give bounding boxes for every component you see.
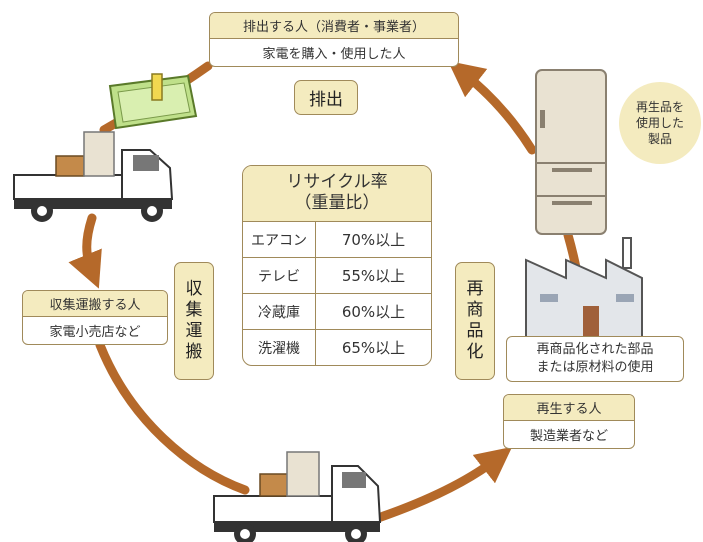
recycled-product-note: 再生品を 使用した 製品	[619, 82, 701, 164]
arrow-truck-to-collector	[68, 213, 102, 289]
recycled-product-note-line: 再生品を	[635, 100, 684, 114]
recycling-rate-title: リサイクル率 （重量比）	[243, 166, 431, 222]
table-row: テレビ 55%以上	[243, 257, 431, 294]
step-recommercialize-char: 商	[466, 300, 484, 320]
appliance-name: 洗濯機	[243, 329, 316, 365]
mat-icon	[108, 73, 198, 130]
arrow-fridge-to-discharger	[447, 60, 537, 155]
appliance-name: エアコン	[243, 222, 316, 258]
recycler-box: 再生する人 製造業者など	[503, 394, 635, 449]
recycler-desc: 製造業者など	[529, 429, 608, 444]
step-recommercialize-char: 再	[466, 279, 484, 299]
step-recommercialize-char: 品	[466, 321, 484, 341]
step-collect-char: 運	[185, 321, 203, 341]
step-discharge-label: 排出	[309, 90, 343, 110]
appliance-rate: 55%以上	[315, 257, 431, 294]
appliance-rate: 70%以上	[341, 231, 406, 249]
factory-note-line: 再商品化された部品	[536, 342, 654, 357]
arrow-collector-to-truck	[95, 340, 250, 495]
arrow-truck-to-recycler	[373, 446, 513, 523]
collector-title: 収集運搬する人	[23, 291, 167, 317]
truck-icon	[213, 451, 382, 542]
discharger-box: 排出する人（消費者・事業者） 家電を購入・使用した人	[209, 12, 459, 67]
table-row: 冷蔵庫 60%以上	[243, 293, 431, 330]
discharger-title: 排出する人（消費者・事業者）	[210, 13, 458, 39]
recycled-product-note-line: 使用した	[635, 116, 684, 130]
step-discharge-tag: 排出	[294, 80, 358, 115]
appliance-name: 冷蔵庫	[243, 293, 316, 330]
step-recommercialize-char: 化	[466, 342, 484, 362]
step-collect-tag: 収 集 運 搬	[174, 262, 214, 380]
appliance-rate: 65%以上	[315, 329, 431, 365]
step-collect-char: 集	[185, 300, 203, 320]
collector-box: 収集運搬する人 家電小売店など	[22, 290, 168, 345]
recycled-product-note-line: 製品	[647, 132, 672, 146]
table-row: 洗濯機 65%以上	[243, 329, 431, 365]
table-row: エアコン 70%以上	[243, 222, 431, 258]
recycling-rate-title-line: リサイクル率	[286, 172, 388, 192]
appliance-name: テレビ	[243, 257, 316, 294]
collector-desc: 家電小売店など	[49, 325, 141, 340]
step-collect-char: 搬	[185, 342, 203, 362]
recycling-rate-title-line: （重量比）	[294, 193, 380, 213]
discharger-desc: 家電を購入・使用した人	[262, 47, 406, 62]
factory-note-line: または原材料の使用	[536, 360, 654, 375]
truck-icon	[13, 131, 174, 222]
factory-icon	[525, 237, 643, 339]
step-recommercialize-tag: 再 商 品 化	[455, 262, 495, 380]
step-collect-char: 収	[185, 279, 203, 299]
recycling-rate-table: リサイクル率 （重量比） エアコン 70%以上 テレビ 55%以上 冷蔵庫 60…	[242, 165, 432, 366]
appliance-rate: 60%以上	[315, 293, 431, 330]
recycler-title: 再生する人	[504, 395, 634, 421]
factory-note-box: 再商品化された部品 または原材料の使用	[506, 336, 684, 382]
refrigerator-icon	[535, 69, 607, 235]
